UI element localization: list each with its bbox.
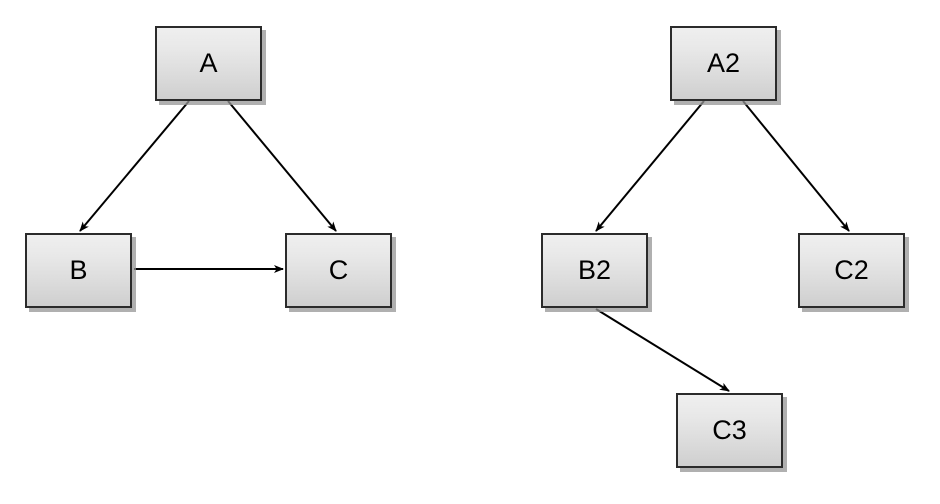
node-b2[interactable]: B2: [541, 233, 648, 308]
edge-a-to-b: [79, 100, 190, 232]
node-b[interactable]: B: [25, 233, 132, 308]
node-label-a: A: [199, 48, 218, 78]
node-label-b2: B2: [577, 255, 612, 285]
node-c2[interactable]: C2: [798, 233, 905, 308]
node-c[interactable]: C: [285, 233, 392, 308]
node-label-b: B: [69, 255, 88, 285]
node-c3[interactable]: C3: [676, 393, 783, 468]
edge-a-to-c: [227, 100, 337, 232]
node-a2[interactable]: A2: [670, 26, 777, 101]
edge-a2-to-b2: [595, 100, 705, 232]
edges-group: [79, 100, 850, 392]
node-label-c3: C3: [712, 415, 747, 445]
node-label-a2: A2: [706, 48, 741, 78]
edge-b2-to-c3: [595, 308, 730, 392]
edge-a2-to-c2: [742, 100, 850, 232]
node-label-c2: C2: [834, 255, 869, 285]
node-label-c: C: [328, 255, 349, 285]
node-a[interactable]: A: [155, 26, 262, 101]
